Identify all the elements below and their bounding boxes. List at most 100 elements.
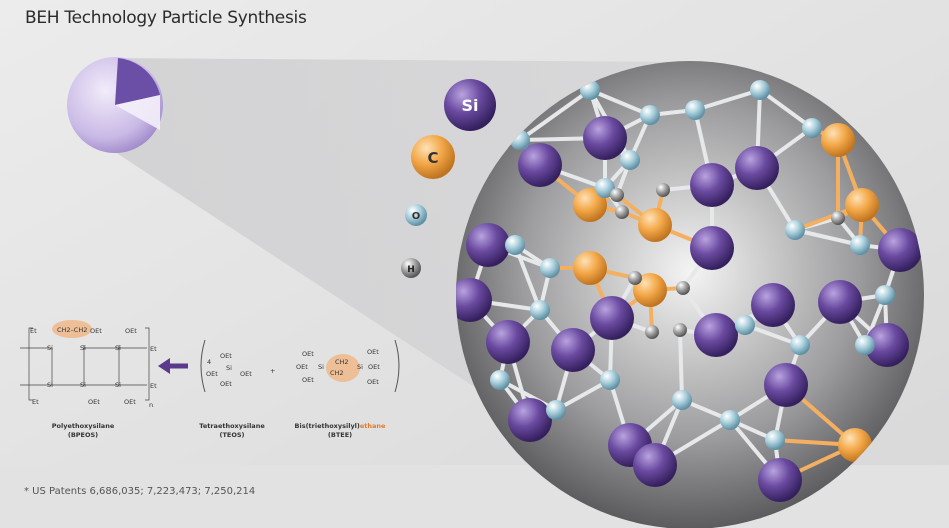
carbon-atom [845,188,879,222]
patent-footnote: * US Patents 6,686,035; 7,223,473; 7,250… [24,486,256,497]
bond [758,88,814,130]
silicon-atom [633,443,677,487]
oxygen-atom [540,258,560,278]
legend-silicon: Si [444,79,496,131]
oxygen-atom [530,300,550,320]
svg-text:Et: Et [32,398,39,406]
bond [513,244,542,311]
hydrogen-atom [656,183,670,197]
silicon-atom [590,296,634,340]
bond [678,329,684,401]
svg-text:Et: Et [30,327,37,335]
bond [589,88,651,117]
svg-text:Si: Si [357,363,363,371]
carbon-atom [573,188,607,222]
svg-text:OEt: OEt [240,370,252,378]
hydrogen-atom [610,188,624,202]
oxygen-atom [490,370,510,390]
svg-text:(TEOS): (TEOS) [219,431,244,439]
silicon-atom [551,328,595,372]
svg-text:(BPEOS): (BPEOS) [68,431,98,439]
carbon-atom [638,208,672,242]
svg-text:C: C [427,149,438,167]
oxygen-atom [600,370,620,390]
silicon-atom [735,146,779,190]
svg-text:Si: Si [318,363,324,371]
bond [694,88,761,112]
svg-text:Si: Si [47,344,53,352]
ethane-highlight [52,320,92,338]
svg-text:OEt: OEt [124,398,136,406]
oxygen-atom [802,118,822,138]
svg-text:Et: Et [150,345,157,353]
oxygen-atom [790,335,810,355]
svg-text:(BTEE): (BTEE) [328,431,352,439]
svg-text:n: n [149,401,153,409]
svg-text:OEt: OEt [367,348,379,356]
reactant-brackets [200,339,400,393]
product-structure [20,327,150,401]
oxygen-atom [685,100,705,120]
silicon-atom [583,116,627,160]
oxygen-atom [546,400,566,420]
silicon-atom [690,226,734,270]
svg-text:Si: Si [115,344,121,352]
svg-text:OEt: OEt [206,370,218,378]
oxygen-atom [765,430,785,450]
svg-text:Si: Si [47,381,53,389]
silicon-atom [818,280,862,324]
silicon-atom [690,163,734,207]
molecular-network [456,80,922,502]
svg-text:4: 4 [207,358,211,366]
oxygen-atom [672,390,692,410]
legend: Si C O H [401,79,496,278]
svg-text:Si: Si [115,381,121,389]
svg-text:OEt: OEt [90,327,102,335]
svg-text:OEt: OEt [302,376,314,384]
svg-text:O: O [412,211,421,222]
svg-text:OEt: OEt [125,327,137,335]
bond [555,378,611,412]
oxygen-atom [855,335,875,355]
svg-text:H: H [407,265,415,275]
svg-text:OEt: OEt [302,350,314,358]
carbon-atom [573,251,607,285]
svg-text:OEt: OEt [367,378,379,386]
oxygen-atom [875,285,895,305]
svg-text:OEt: OEt [220,380,232,388]
oxygen-atom [505,235,525,255]
svg-text:Et: Et [150,382,157,390]
hydrogen-atom [676,281,690,295]
svg-text:OEt: OEt [220,352,232,360]
legend-oxygen: O [405,204,427,226]
silicon-atom [758,458,802,502]
hydrogen-atom [628,271,642,285]
silicon-atom [694,313,738,357]
svg-text:Tetraethoxysilane: Tetraethoxysilane [199,422,265,430]
reaction-scheme: CH2–CH2 Et OEt OEt Si Si Si Si Si Si Et … [20,320,400,439]
silicon-atom [865,323,909,367]
svg-text:OEt: OEt [368,363,380,371]
svg-text:Si: Si [461,96,478,115]
bond [794,228,861,247]
svg-text:OEt: OEt [296,363,308,371]
svg-text:+: + [270,367,275,375]
silicon-atom [508,398,552,442]
legend-carbon: C [411,135,455,179]
hydrogen-atom [645,325,659,339]
silicon-atom [456,278,492,322]
carbon-atom [821,123,855,157]
oxygen-atom [750,80,770,100]
svg-text:Si: Si [80,344,86,352]
oxygen-atom [620,150,640,170]
silicon-atom [751,283,795,327]
particle-icon [67,57,163,153]
oxygen-atom [785,220,805,240]
svg-text:Polyethoxysilane: Polyethoxysilane [52,422,115,430]
silicon-atom [466,223,510,267]
hydrogen-atom [831,211,845,225]
bond [499,378,557,412]
legend-hydrogen: H [401,258,421,278]
oxygen-atom [640,105,660,125]
